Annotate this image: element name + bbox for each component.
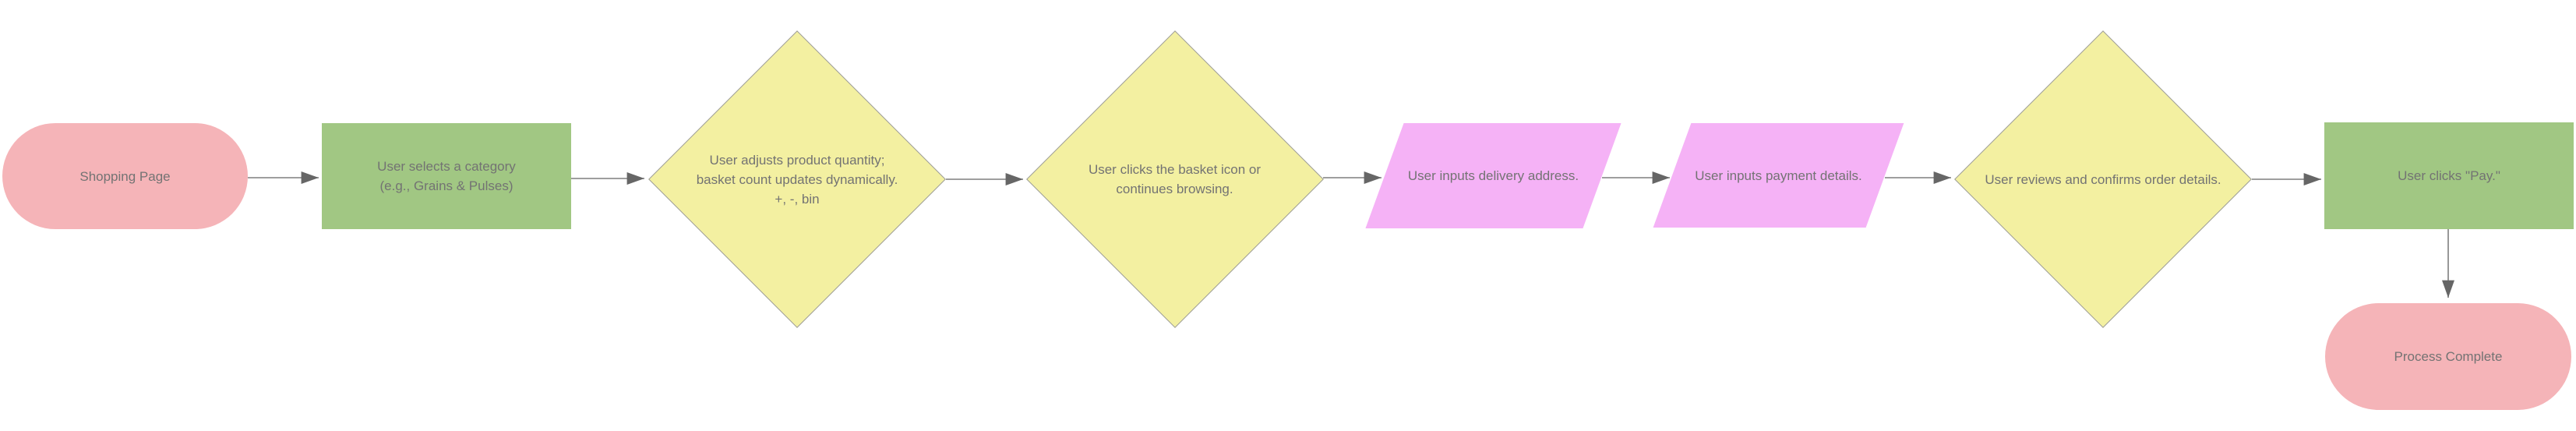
node-label-line: User reviews and confirms order details.	[1985, 171, 2221, 187]
node-select-category-process: User selects a category (e.g., Grains & …	[322, 123, 571, 229]
node-label-line: User inputs payment details.	[1695, 168, 1862, 183]
node-delivery-address-io: User inputs delivery address.	[1365, 123, 1621, 228]
node-label: User reviews and confirms order details.	[1985, 170, 2221, 189]
node-adjust-quantity-decision: User adjusts product quantity; basket co…	[648, 30, 946, 329]
node-label-line: User inputs delivery address.	[1407, 168, 1579, 183]
node-review-confirm-decision: User reviews and confirms order details.	[1954, 30, 2252, 329]
node-label-line: User clicks the basket icon or	[1088, 162, 1262, 177]
node-label-line: Process Complete	[2394, 349, 2503, 364]
node-payment-details-io: User inputs payment details.	[1653, 123, 1904, 228]
node-label-line: basket count updates dynamically.	[696, 171, 898, 187]
node-label-line: Shopping Page	[79, 168, 171, 184]
node-click-basket-decision: User clicks the basket icon or continues…	[1025, 30, 1324, 329]
node-label: User inputs payment details.	[1695, 166, 1862, 185]
node-label: User clicks the basket icon or continues…	[1089, 160, 1261, 199]
node-end-terminator: Process Complete	[2325, 303, 2571, 410]
node-label-line: User clicks "Pay."	[2398, 168, 2500, 183]
node-label-line: +, -, bin	[775, 191, 820, 207]
node-label: User clicks "Pay."	[2398, 166, 2500, 185]
node-label: User selects a category (e.g., Grains & …	[377, 157, 516, 196]
node-label: Process Complete	[2394, 347, 2503, 366]
node-label-line: continues browsing.	[1116, 182, 1233, 196]
node-click-pay-process: User clicks "Pay."	[2324, 122, 2574, 229]
node-start-terminator: Shopping Page	[2, 123, 248, 229]
node-label: User adjusts product quantity; basket co…	[697, 150, 898, 209]
node-label: User inputs delivery address.	[1408, 166, 1579, 185]
node-label: Shopping Page	[79, 167, 170, 186]
node-label-line: User adjusts product quantity;	[709, 152, 885, 168]
node-label-line: User selects a category	[377, 159, 516, 174]
node-label-line: (e.g., Grains & Pulses)	[379, 178, 513, 193]
